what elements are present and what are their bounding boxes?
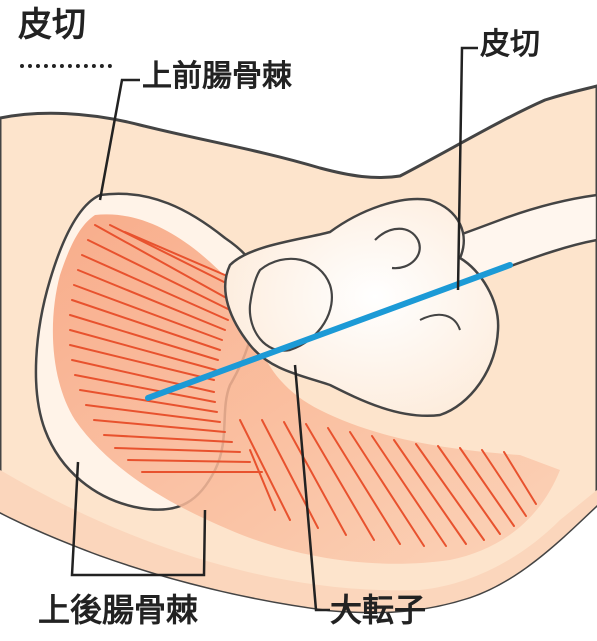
legend-dashed-line — [20, 64, 112, 68]
legend-title: 皮切 — [18, 8, 86, 42]
label-greater-trochanter: 大転子 — [330, 594, 426, 626]
label-incision: 皮切 — [480, 30, 540, 60]
label-asis: 上前腸骨棘 — [142, 62, 292, 92]
label-psis: 上後腸骨棘 — [38, 594, 198, 626]
